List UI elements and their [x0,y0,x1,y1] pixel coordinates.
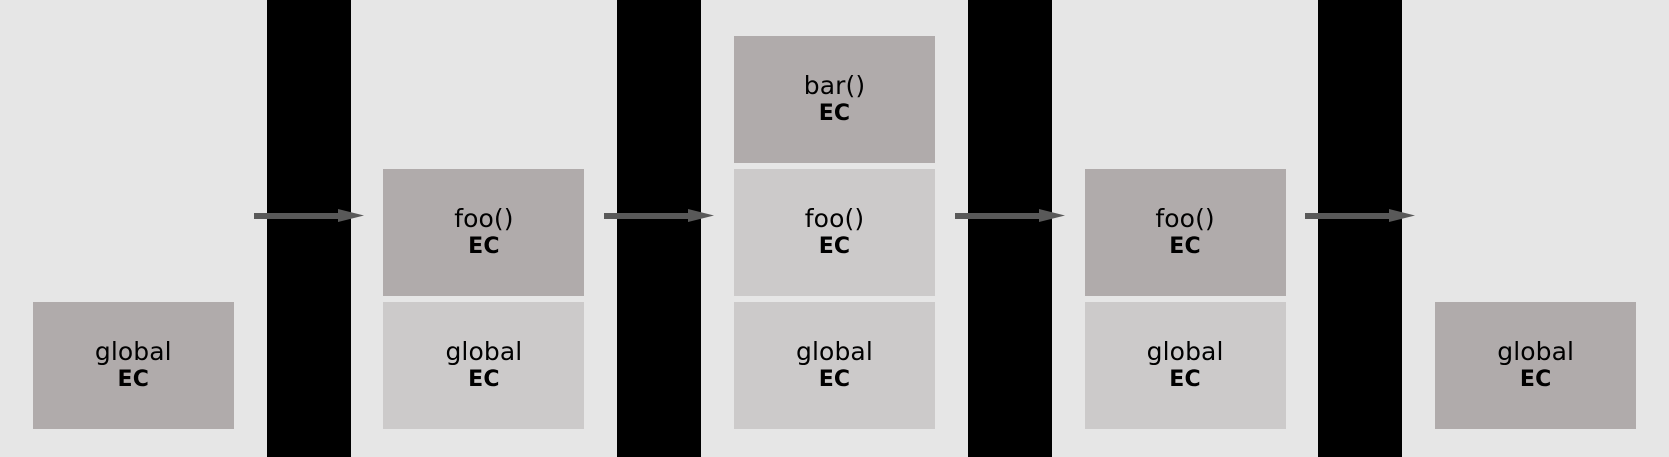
frame-label: global [1146,337,1224,367]
frame-label: global [1497,337,1575,367]
stack-frame-foo: foo()EC [1084,169,1286,296]
arrow-3 [954,209,1065,222]
arrow-4 [1305,209,1416,222]
arrow-1 [253,209,364,222]
frame-label: foo() [1155,204,1215,234]
frame-ec-label: EC [1169,366,1201,392]
frame-ec-label: EC [1519,366,1552,392]
arrow-2 [604,209,715,222]
frame-label: global [445,337,523,367]
frame-ec-label: EC [117,366,150,392]
stack-frame-bar: bar()EC [733,36,935,163]
frame-label: foo() [454,204,514,234]
frame-label: bar() [803,71,866,101]
frame-ec-label: EC [468,233,500,259]
frame-ec-label: EC [818,233,851,259]
stack-frame-foo: foo()EC [383,169,585,296]
frame-ec-label: EC [468,366,500,392]
stack-frame-foo: foo()EC [733,169,935,296]
frame-label: foo() [804,204,865,234]
frame-ec-label: EC [818,100,851,126]
frame-ec-label: EC [818,366,851,392]
frame-label: global [796,337,873,367]
frame-label: global [94,337,172,367]
frame-ec-label: EC [1169,233,1201,259]
